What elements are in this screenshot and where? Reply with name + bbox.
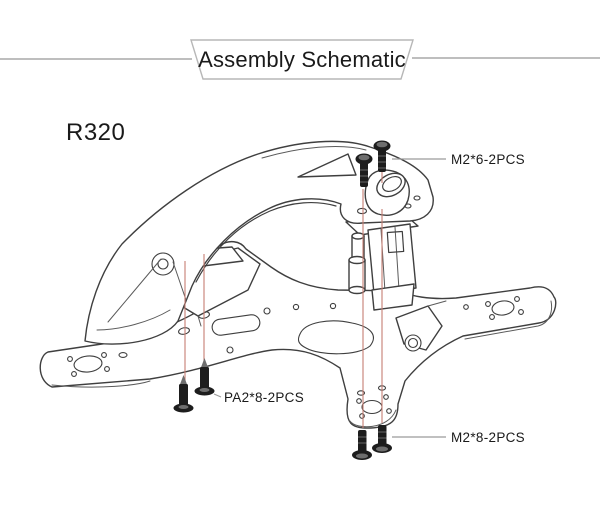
frame-plate-outline: [39, 240, 557, 429]
screw-shaft: [200, 367, 209, 389]
m2x6-screw: [373, 140, 391, 172]
plate-thickness-bottom: [349, 409, 397, 428]
upper-plate-edge: [197, 315, 202, 327]
rear-motor-pad: [356, 394, 392, 419]
screw-shaft: [360, 160, 368, 187]
right-pad-hole: [518, 309, 524, 315]
pa2x8-screw: [173, 375, 194, 413]
rear-pad-hole: [356, 398, 362, 404]
callout-leader: [213, 393, 222, 398]
tube-clamp-line: [427, 300, 447, 307]
model-label: R320: [66, 119, 125, 146]
canopy-vent-triangle: [297, 153, 357, 178]
m2x8-screws: [352, 425, 392, 460]
camera-pod: [364, 169, 410, 216]
pa2x8-screws: [173, 358, 215, 413]
frame-hole: [263, 307, 271, 315]
left-pad-hole: [101, 352, 107, 358]
banner-trapezoid: [190, 39, 414, 80]
pa2x8-screw: [194, 358, 215, 396]
screw-shaft: [179, 384, 188, 406]
standoff-upper-top: [351, 232, 365, 240]
screw-head-top: [199, 388, 210, 392]
center-cutout-left: [211, 314, 261, 336]
frame-hole: [329, 302, 337, 310]
left-pad-center-hole: [73, 355, 103, 373]
right-pad-hole: [514, 296, 520, 302]
m2x6-screw: [355, 153, 373, 187]
title-banner: Assembly Schematic: [0, 39, 600, 80]
screw-head-top: [178, 405, 189, 409]
frame-small-holes: [178, 302, 387, 396]
right-pad-center-hole: [491, 300, 515, 316]
callout-m2x6-label: M2*6-2PCS: [451, 152, 525, 167]
stack-standoffs: [348, 232, 366, 295]
stack-main-box: [367, 223, 417, 295]
screw-head-top: [376, 141, 388, 148]
standoff-lower-top: [348, 255, 366, 265]
left-pad-slot: [118, 352, 128, 358]
callout-pa2x8-label: PA2*8-2PCS: [224, 390, 304, 405]
m2x6-screws: [355, 140, 391, 187]
screw-head-top: [356, 453, 368, 459]
tube-front-bore: [407, 337, 419, 349]
left-motor-pad: [67, 352, 128, 377]
camera-lens: [382, 175, 402, 193]
left-pad-hole: [104, 366, 110, 372]
right-pad-hole: [463, 304, 469, 310]
canopy-grommet-inner: [157, 258, 169, 270]
canopy-inner-arch: [195, 202, 337, 283]
rear-pad-center-hole: [361, 399, 383, 415]
rear-pad-hole: [383, 394, 389, 400]
stack-box-line: [394, 226, 400, 291]
canopy-screw-hole: [356, 207, 368, 215]
canopy: [84, 140, 434, 345]
alignment-lines: [184, 171, 383, 428]
main-frame-plate: [39, 240, 557, 429]
center-cutout-right: [297, 320, 374, 355]
standoff-lower-bottom: [348, 285, 366, 295]
left-pad-hole: [71, 371, 77, 377]
right-motor-pad: [463, 296, 524, 320]
camera-lens-ring: [376, 172, 406, 198]
canopy-outline: [84, 140, 434, 345]
plate-thickness-left: [51, 380, 151, 388]
screw-head-top: [358, 154, 370, 161]
screw-head-top: [376, 446, 388, 452]
canopy-brace-line: [172, 261, 187, 301]
callout-m2x8-label: M2*8-2PCS: [451, 430, 525, 445]
right-pad-hole: [489, 314, 495, 320]
left-pad-hole: [67, 356, 73, 362]
screw-shaft: [358, 430, 367, 454]
plate-thickness-right: [464, 300, 553, 340]
m2x8-screw: [372, 425, 392, 453]
canopy-ridge-line: [261, 146, 367, 159]
canopy-foot-line: [96, 309, 171, 331]
right-pad-hole: [485, 301, 491, 307]
stack-connector: [386, 230, 405, 254]
rear-pad-hole: [386, 408, 392, 414]
callout-pa2x8: PA2*8-2PCS: [213, 390, 304, 405]
screw-shaft: [378, 425, 387, 447]
screw-shaft: [378, 147, 386, 172]
canopy-plate-hole: [413, 195, 421, 201]
callout-m2x8: M2*8-2PCS: [392, 430, 525, 445]
canopy-brace-line: [107, 258, 162, 323]
frame-hole: [292, 303, 300, 311]
frame-hole: [226, 346, 234, 354]
callout-m2x6: M2*6-2PCS: [392, 152, 525, 167]
page-title: Assembly Schematic: [198, 47, 406, 72]
rear-pad-hole: [359, 413, 365, 419]
tube-mount: [395, 300, 447, 352]
m2x8-screw: [352, 430, 372, 460]
